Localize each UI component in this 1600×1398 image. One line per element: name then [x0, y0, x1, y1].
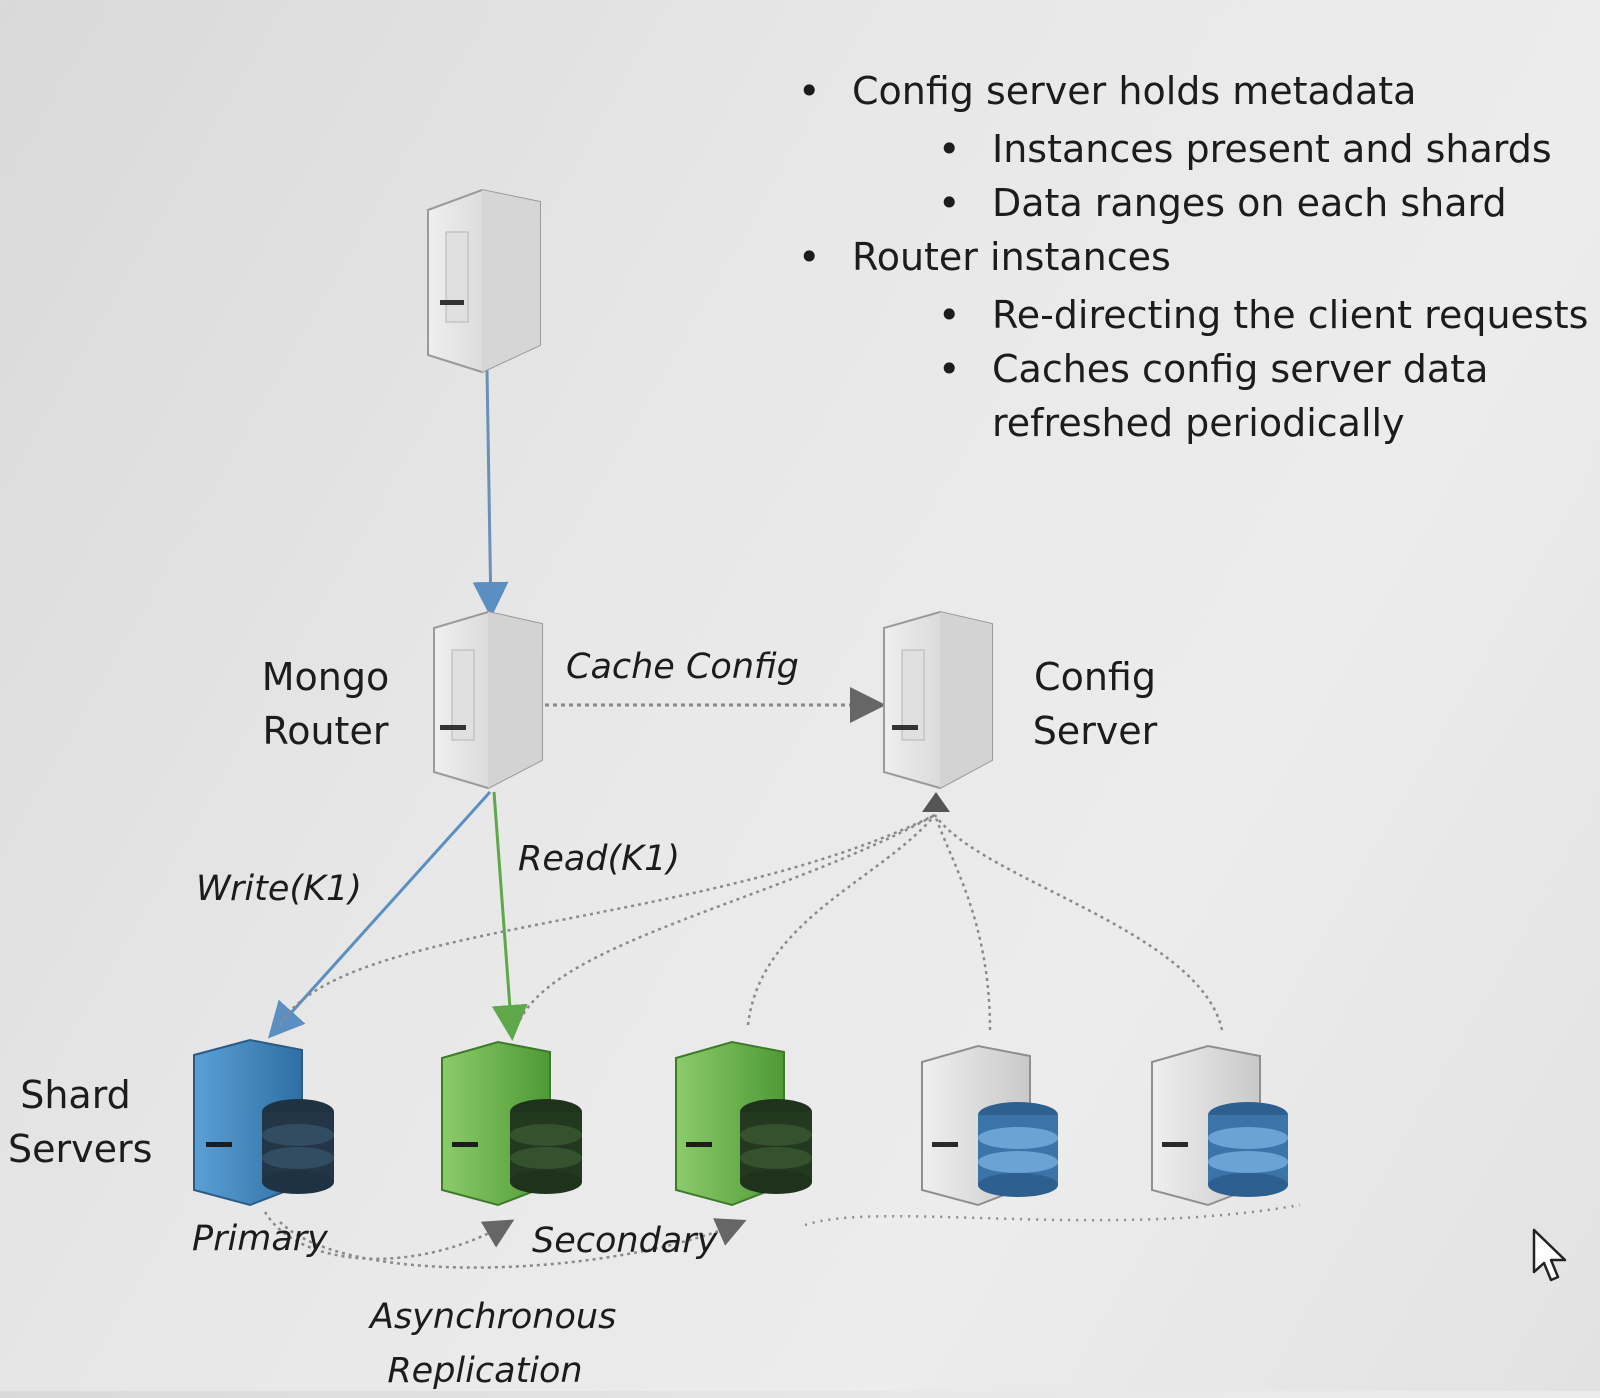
- cache-config-label: Cache Config: [566, 647, 799, 687]
- mongo-router-label: Mongo Router: [261, 655, 390, 753]
- client-to-router-arrow: [472, 369, 509, 618]
- shard-servers-label: Shard Servers: [8, 1073, 153, 1171]
- config-server-icon: [883, 610, 993, 790]
- shard-secondary-2-icon: [675, 1040, 812, 1207]
- shard-primary-icon: [193, 1038, 334, 1207]
- client-server-icon: [427, 188, 541, 374]
- config-server-label: Config Server: [1032, 655, 1158, 753]
- secondary-label: Secondary: [532, 1221, 718, 1261]
- mongo-router-server-icon: [433, 610, 543, 790]
- shard-5-icon: [1151, 1044, 1288, 1207]
- read-arrow: [491, 791, 528, 1041]
- shard-to-config-links: [278, 813, 1224, 1031]
- shard-4-icon: [921, 1044, 1058, 1207]
- mouse-cursor-icon: [1532, 1228, 1567, 1282]
- write-label: Write(K1): [196, 869, 362, 909]
- replication-arrows: [263, 1203, 1301, 1269]
- primary-label: Primary: [192, 1219, 328, 1259]
- config-arrowhead: [922, 792, 950, 812]
- write-arrow: [267, 790, 492, 1039]
- read-label: Read(K1): [518, 839, 681, 879]
- async-replication-label: Asynchronous Replication: [370, 1297, 617, 1391]
- shard-secondary-1-icon: [441, 1040, 582, 1207]
